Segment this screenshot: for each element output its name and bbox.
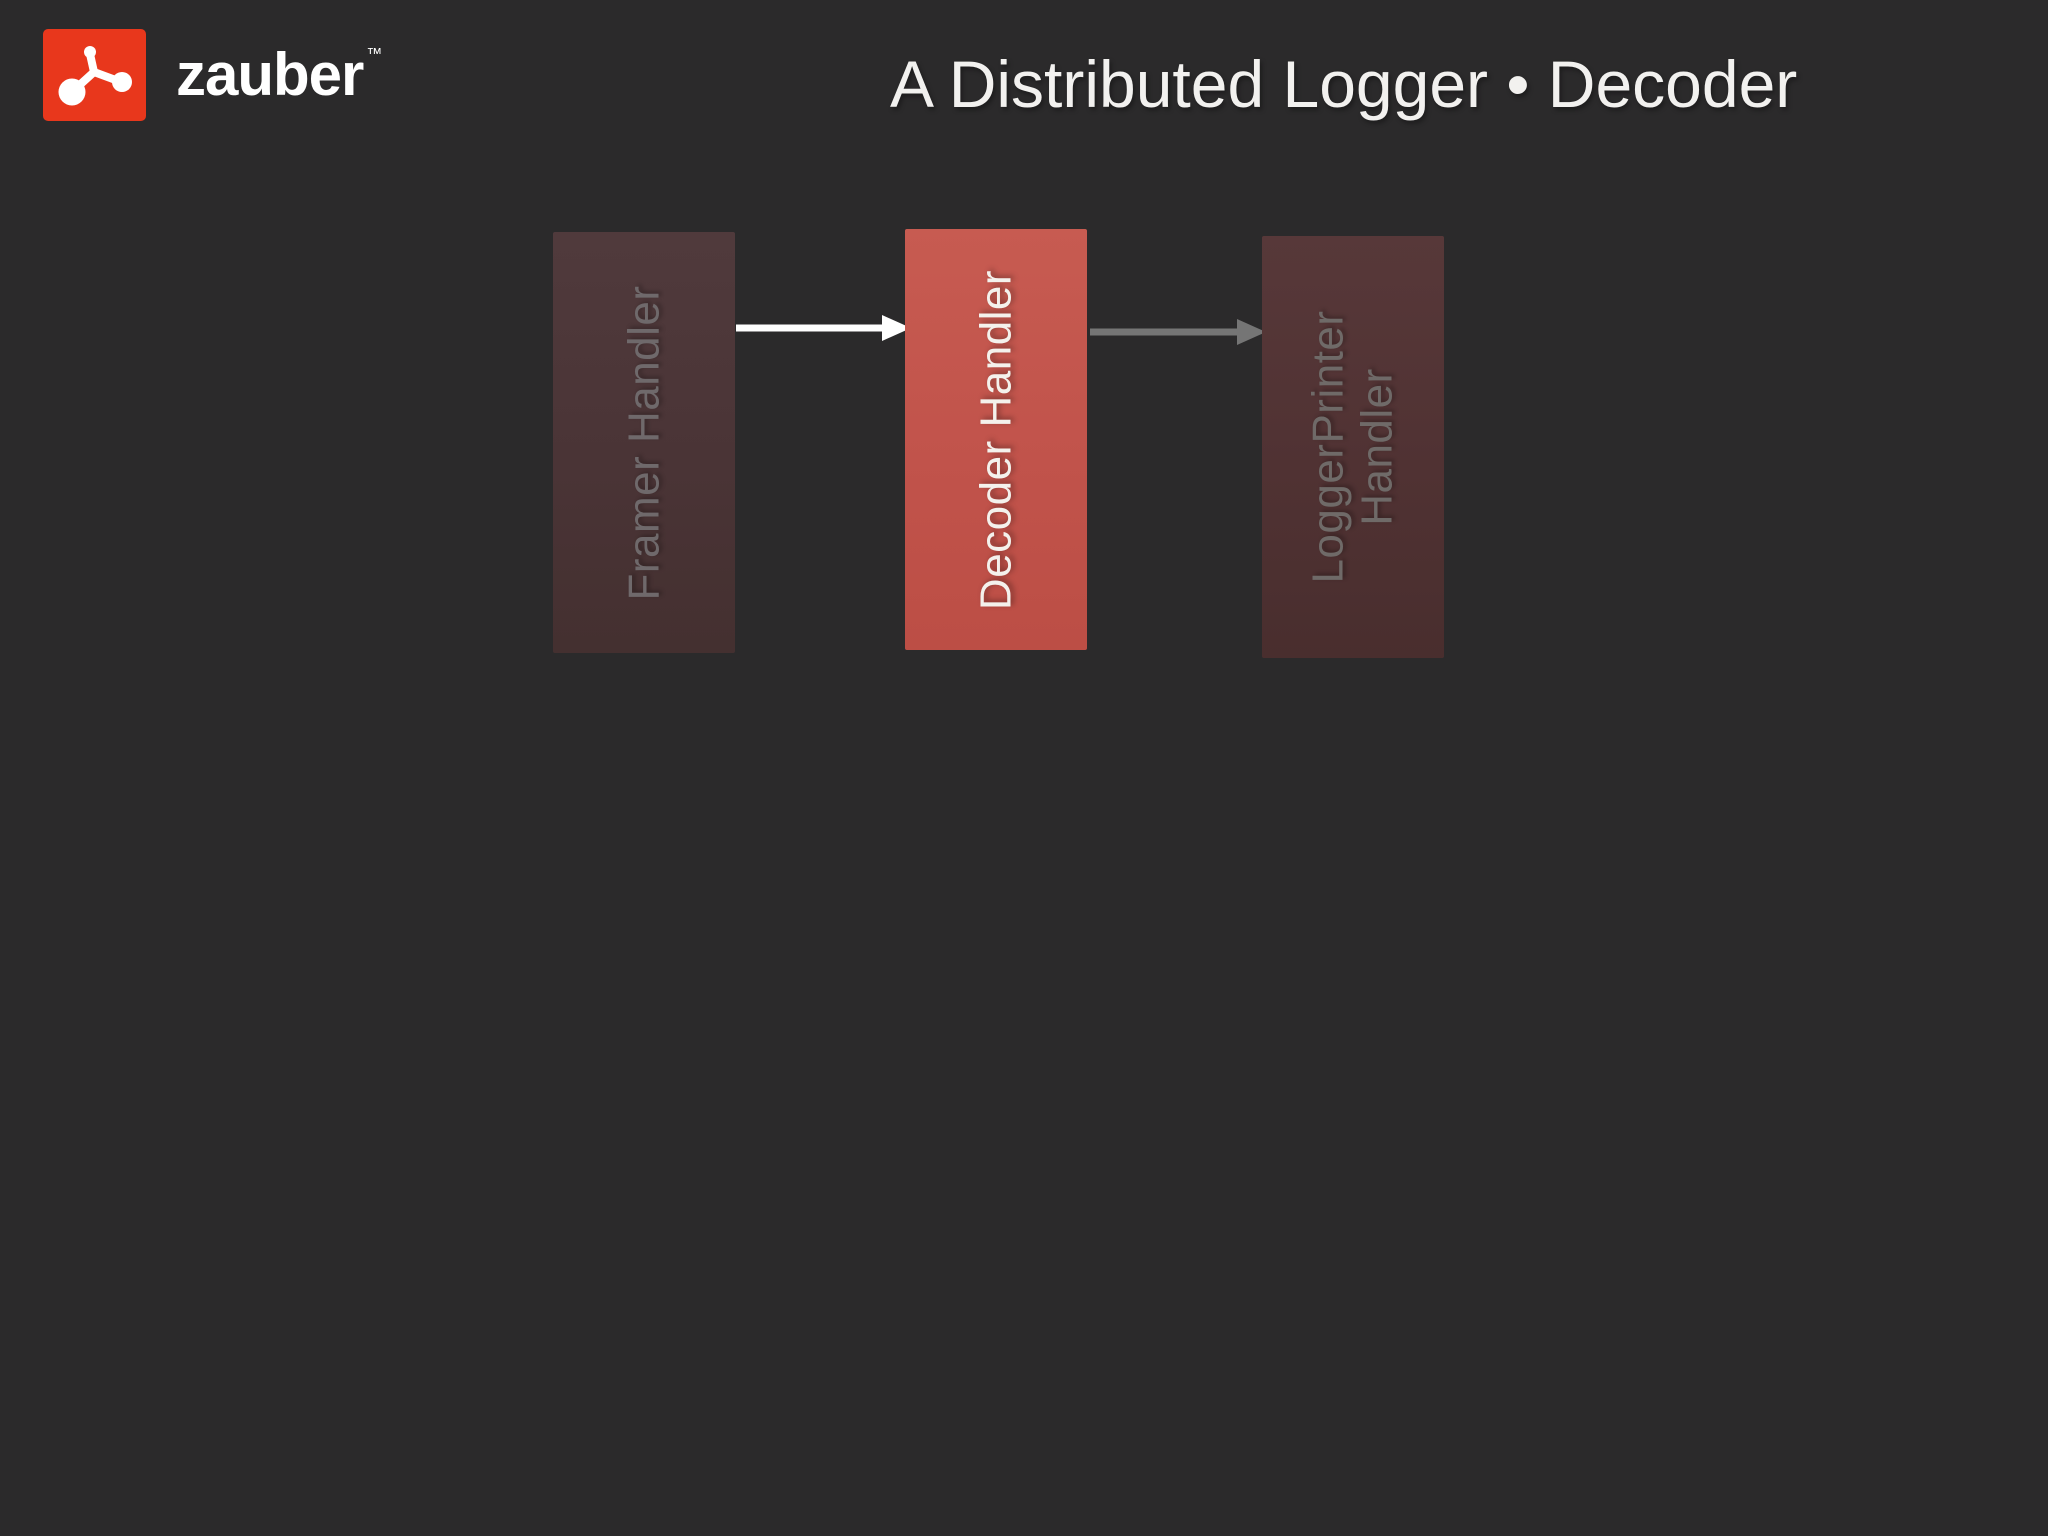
zauber-logo-icon <box>43 29 146 121</box>
loggerprinter-handler-label-line2: Handler <box>1353 368 1402 526</box>
decoder-handler-box: Decoder Handler <box>905 229 1087 650</box>
decoder-handler-label: Decoder Handler <box>971 269 1021 610</box>
trademark-symbol: ™ <box>366 46 382 63</box>
framer-handler-box: Framer Handler <box>553 232 735 653</box>
loggerprinter-handler-label: LoggerPrinter Handler <box>1304 310 1403 583</box>
slide-title: A Distributed Logger • Decoder <box>890 47 1798 121</box>
loggerprinter-handler-label-line1: LoggerPrinter <box>1303 310 1353 584</box>
arrow-decoder-to-loggerprinter-icon <box>1090 319 1266 345</box>
loggerprinter-handler-box: LoggerPrinter Handler <box>1262 236 1444 658</box>
framer-handler-label: Framer Handler <box>619 284 669 601</box>
arrow-framer-to-decoder-icon <box>736 315 911 341</box>
zauber-wordmark-text: zauber <box>176 41 364 108</box>
